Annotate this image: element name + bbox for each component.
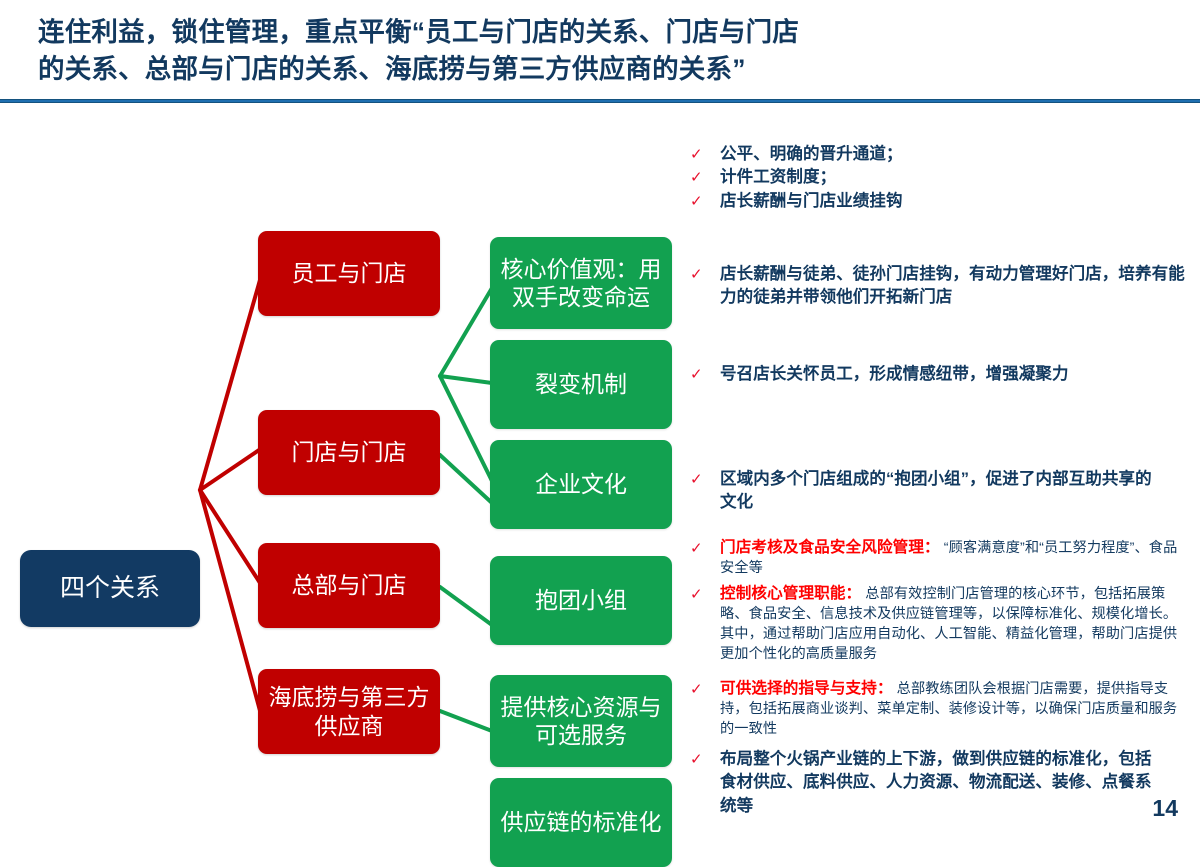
hub-node-label: 四个关系 <box>59 574 160 603</box>
connector-relation1-to-mechanism-1 <box>438 286 494 378</box>
connector-relation2-to-mechanism-4 <box>438 453 494 505</box>
relationship-diagram: 四个关系 员工与门店 门店与门店 总部与门店 海底捞与第三方 供应商 核心价值观… <box>0 103 1200 867</box>
relation-node-label: 海底捞与第三方 供应商 <box>268 684 430 739</box>
mechanism-node-label: 供应链的标准化 <box>500 809 662 836</box>
mechanism-node-team-group[interactable]: 抱团小组 <box>490 556 672 645</box>
mechanism-node-corporate-culture[interactable]: 企业文化 <box>490 440 672 529</box>
check-icon: ✓ <box>690 540 703 557</box>
bullet-group-fission: ✓ 店长薪酬与徒弟、徒孙门店挂钩，有动力管理好门店，培养有能力的徒弟并带领他们开… <box>690 263 1186 310</box>
check-icon: ✓ <box>690 471 703 488</box>
bullet-text: 店长薪酬与徒弟、徒孙门店挂钩，有动力管理好门店，培养有能力的徒弟并带领他们开拓新… <box>720 265 1185 307</box>
check-icon: ✓ <box>690 751 703 768</box>
bullet-text: 门店考核及食品安全风险管理： “顾客满意度”和“员工努力程度”、食品安全等 <box>720 537 1190 579</box>
mechanism-node-label: 抱团小组 <box>535 587 627 614</box>
page-title: 连住利益，锁住管理，重点平衡“员工与门店的关系、门店与门店 的关系、总部与门店的… <box>38 17 800 84</box>
relation-node-label: 总部与门店 <box>291 572 407 599</box>
relation-node-employee-store[interactable]: 员工与门店 <box>258 231 440 316</box>
mechanism-node-supply-chain-standard[interactable]: 供应链的标准化 <box>490 778 672 867</box>
page-number: 14 <box>1152 795 1178 821</box>
mechanism-node-fission[interactable]: 裂变机制 <box>490 340 672 429</box>
bullet-text: 计件工资制度； <box>720 168 837 187</box>
bullet-group-culture: ✓ 号召店长关怀员工，形成情感纽带，增强凝聚力 <box>690 363 1140 386</box>
check-icon: ✓ <box>690 586 703 603</box>
header-divider <box>0 99 1200 103</box>
bullet-text: 公平、明确的晋升通道； <box>720 145 903 163</box>
slide-header: 连住利益，锁住管理，重点平衡“员工与门店的关系、门店与门店 的关系、总部与门店的… <box>0 0 1200 103</box>
bullet-text: 布局整个火锅产业链的上下游，做到供应链的标准化，包括食材供应、底料供应、人力资源… <box>720 750 1152 815</box>
bullet-column: ✓ 公平、明确的晋升通道； ✓ 计件工资制度； ✓ 店长薪酬与门店业绩挂钩 ✓ … <box>690 103 1200 830</box>
relation-node-haidilao-supplier[interactable]: 海底捞与第三方 供应商 <box>258 669 440 754</box>
connector-relation1-to-mechanism-2 <box>438 374 494 385</box>
bullet-group-core-values: ✓ 公平、明确的晋升通道； ✓ 计件工资制度； ✓ 店长薪酬与门店业绩挂钩 <box>690 143 1190 213</box>
bullet-body: “顾客满意度”和“员工努力程度”、食品安全等 <box>720 540 1178 576</box>
bullet-group-store-assessment: ✓ 门店考核及食品安全风险管理： “顾客满意度”和“员工努力程度”、食品安全等 <box>690 537 1190 579</box>
connector-hub-to-relation-2 <box>198 446 264 492</box>
bullet-group-core-management: ✓ 控制核心管理职能： 总部有效控制门店管理的核心环节，包括拓展策略、食品安全、… <box>690 583 1190 665</box>
bullet-text: 可供选择的指导与支持： 总部教练团队会根据门店需要，提供指导支持，包括拓展商业谈… <box>720 678 1190 740</box>
bullet-text: 控制核心管理职能： 总部有效控制门店管理的核心环节，包括拓展策略、食品安全、信息… <box>720 583 1190 665</box>
connector-relation4-to-mechanism-6 <box>438 709 494 733</box>
connector-hub-to-relation-1 <box>198 271 264 492</box>
check-icon: ✓ <box>690 146 703 163</box>
bullet-text: 号召店长关怀员工，形成情感纽带，增强凝聚力 <box>720 365 1069 383</box>
relation-node-hq-store[interactable]: 总部与门店 <box>258 543 440 628</box>
connector-relation3-to-mechanism-5 <box>438 585 494 627</box>
relation-node-label: 员工与门店 <box>291 260 407 287</box>
bullet-lead: 可供选择的指导与支持： <box>720 680 893 697</box>
mechanism-node-core-resources[interactable]: 提供核心资源与 可选服务 <box>490 675 672 767</box>
connector-hub-to-relation-3 <box>198 488 264 588</box>
bullet-body: 总部教练团队会根据门店需要，提供指导支持，包括拓展商业谈判、菜单定制、装修设计等… <box>720 681 1178 737</box>
bullet-group-optional-guidance: ✓ 可供选择的指导与支持： 总部教练团队会根据门店需要，提供指导支持，包括拓展商… <box>690 678 1190 740</box>
hub-node-four-relationships[interactable]: 四个关系 <box>20 550 200 627</box>
bullet-lead: 控制核心管理职能： <box>720 585 862 602</box>
check-icon: ✓ <box>690 169 703 187</box>
mechanism-node-label: 提供核心资源与 可选服务 <box>500 693 662 748</box>
bullet-text: 区域内多个门店组成的“抱团小组”，促进了内部互助共享的文化 <box>720 470 1152 512</box>
bullet-group-team-group: ✓ 区域内多个门店组成的“抱团小组”，促进了内部互助共享的文化 <box>690 468 1160 515</box>
check-icon: ✓ <box>690 366 703 383</box>
bullet-text: 店长薪酬与门店业绩挂钩 <box>720 191 903 210</box>
bullet-lead: 门店考核及食品安全风险管理： <box>720 539 940 556</box>
check-icon: ✓ <box>690 681 703 698</box>
relation-node-label: 门店与门店 <box>291 439 407 466</box>
connector-hub-to-relation-4 <box>198 488 264 720</box>
check-icon: ✓ <box>690 192 703 210</box>
mechanism-node-core-values[interactable]: 核心价值观：用 双手改变命运 <box>490 237 672 329</box>
connector-relation1-to-mechanism-3 <box>438 374 494 483</box>
mechanism-node-label: 核心价值观：用 双手改变命运 <box>500 255 662 310</box>
bullet-body: 总部有效控制门店管理的核心环节，包括拓展策略、食品安全、信息技术及供应链管理等，… <box>720 586 1178 662</box>
relation-node-store-store[interactable]: 门店与门店 <box>258 410 440 495</box>
check-icon: ✓ <box>690 266 703 283</box>
mechanism-node-label: 裂变机制 <box>535 371 627 398</box>
bullet-group-supply-chain: ✓ 布局整个火锅产业链的上下游，做到供应链的标准化，包括食材供应、底料供应、人力… <box>690 748 1158 818</box>
mechanism-node-label: 企业文化 <box>535 471 627 498</box>
